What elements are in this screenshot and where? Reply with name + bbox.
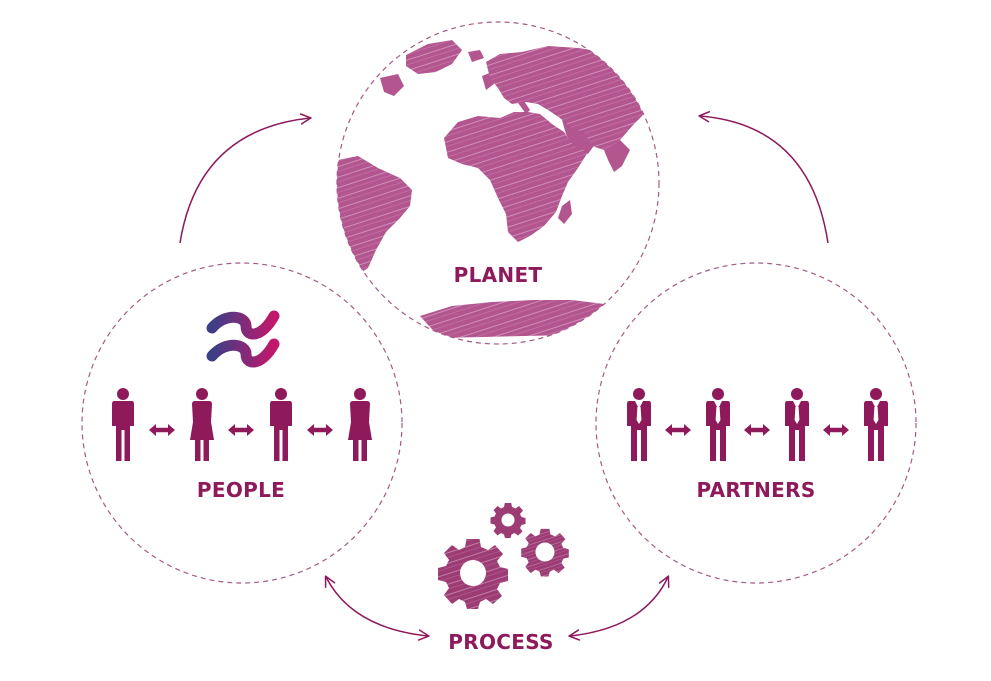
arrow-partners-to-planet — [698, 111, 829, 244]
businessman-icon — [627, 388, 651, 461]
double-arrow-icon — [744, 424, 770, 436]
arrow-partners-process — [568, 575, 670, 641]
arrow-people-process — [324, 575, 430, 641]
people-circle — [81, 262, 403, 584]
double-arrow-icon — [665, 424, 691, 436]
woman-icon — [190, 388, 214, 461]
people-row — [112, 388, 372, 461]
partners-circle — [595, 262, 917, 584]
approx-equal-logo-icon — [206, 310, 280, 368]
double-arrow-icon — [823, 424, 849, 436]
businessman-icon — [706, 388, 730, 461]
arrow-people-to-planet — [179, 113, 312, 244]
double-arrow-icon — [307, 424, 333, 436]
partners-label: PARTNERS — [696, 478, 816, 502]
businessman-icon — [864, 388, 888, 461]
double-arrow-icon — [228, 424, 254, 436]
woman-icon — [348, 388, 372, 461]
businessman-icon — [785, 388, 809, 461]
partners-row — [627, 388, 888, 461]
people-label: PEOPLE — [196, 478, 286, 502]
planet-label: PLANET — [453, 263, 543, 287]
double-arrow-icon — [149, 424, 175, 436]
process-label: PROCESS — [448, 630, 554, 654]
man-icon — [270, 388, 292, 461]
man-icon — [112, 388, 134, 461]
